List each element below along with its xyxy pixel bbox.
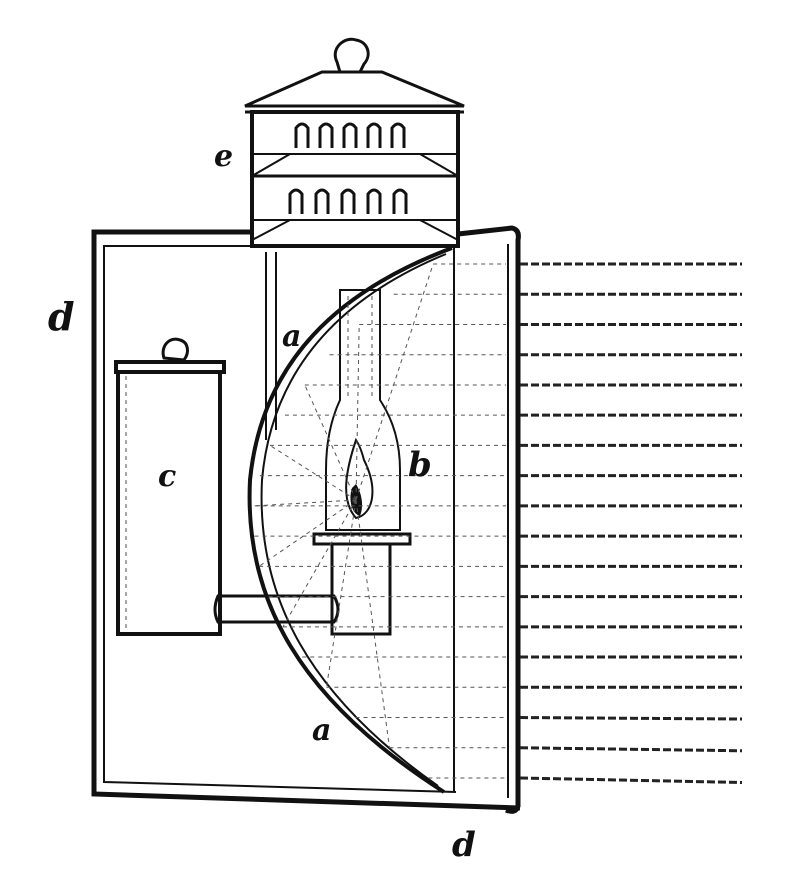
incident-ray xyxy=(282,499,357,628)
incident-ray xyxy=(355,263,434,501)
incident-ray xyxy=(269,444,357,501)
label-b: b xyxy=(408,445,432,485)
label-d-bottom: d xyxy=(452,825,476,865)
label-e: e xyxy=(214,139,233,174)
beam-ray xyxy=(519,776,743,784)
lantern-box xyxy=(91,225,521,814)
incident-ray xyxy=(304,384,357,501)
parabolic-reflector xyxy=(247,246,453,794)
incident-ray xyxy=(254,499,357,507)
incident-ray xyxy=(355,499,390,748)
emergent-light-beam xyxy=(519,262,743,784)
label-d-top: d xyxy=(48,294,75,339)
lamp xyxy=(213,289,412,636)
beam-ray xyxy=(519,716,743,721)
incident-ray xyxy=(355,324,360,501)
oil-reservoir xyxy=(114,337,226,636)
reflected-light-rays xyxy=(254,263,506,779)
ventilator-cap xyxy=(244,37,465,248)
incident-ray xyxy=(258,499,357,567)
label-c: c xyxy=(158,459,176,494)
label-a-top: a xyxy=(282,319,301,354)
beam-ray xyxy=(519,746,743,753)
label-a-bottom: a xyxy=(312,713,331,748)
